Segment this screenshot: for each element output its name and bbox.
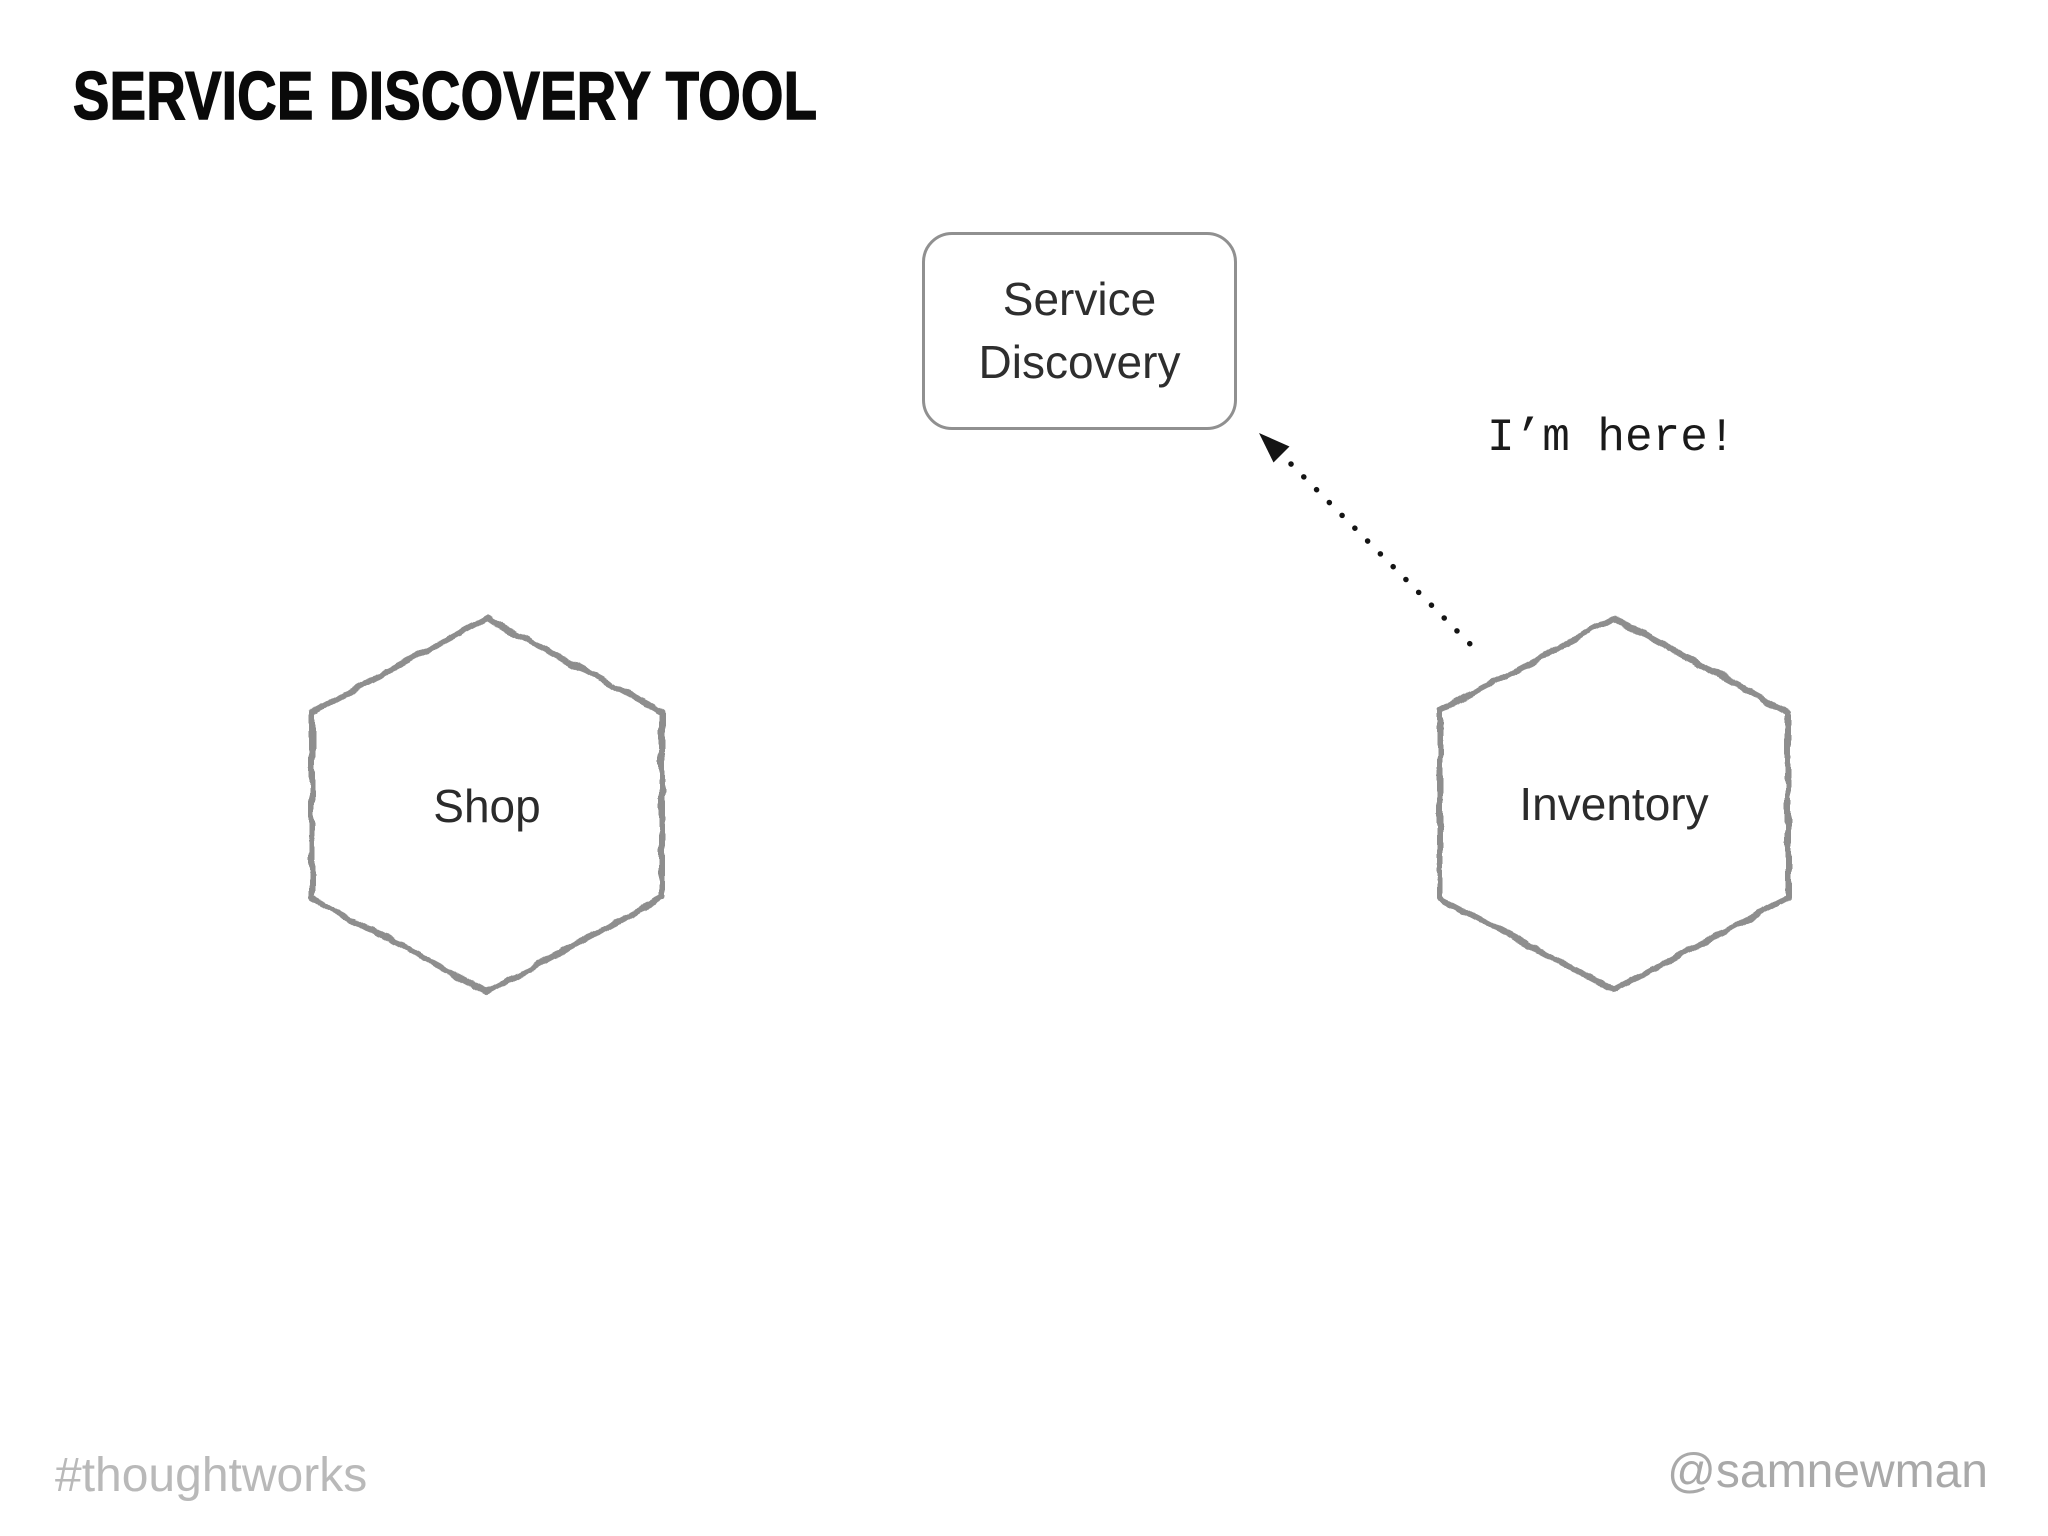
inventory-hexagon-shape xyxy=(1437,615,1791,993)
inventory-node-label: Inventory xyxy=(1519,778,1709,830)
im-here-annotation: I’m here! xyxy=(1487,412,1736,464)
footer-twitter-handle: @samnewman xyxy=(1667,1445,1988,1498)
service-discovery-label-line1: Service xyxy=(1002,273,1157,325)
shop-node-label: Shop xyxy=(433,780,541,832)
registration-arrow-head xyxy=(1259,433,1290,463)
service-discovery-label-line2: Discovery xyxy=(978,336,1181,388)
footer-hashtag: #thoughtworks xyxy=(55,1449,368,1502)
slide-title: SERVICE DISCOVERY TOOL xyxy=(72,58,818,134)
registration-arrow-dotted-line xyxy=(1288,461,1484,658)
service-discovery-node: Service Discovery xyxy=(922,232,1237,430)
registration-arrow xyxy=(1259,433,1484,658)
shop-hexagon-shape xyxy=(309,615,665,995)
